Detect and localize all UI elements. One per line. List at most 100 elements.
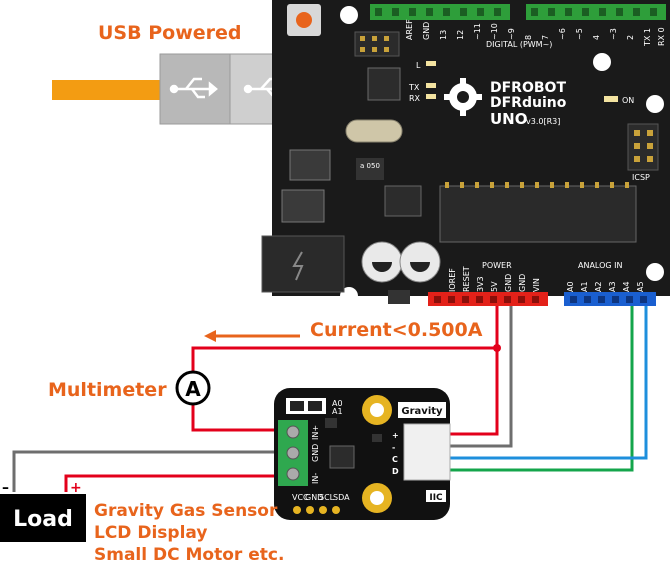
wire-green-sda — [450, 306, 634, 472]
dfrobot-gear-icon — [444, 78, 482, 116]
crystal-marking: a 050 — [360, 162, 380, 170]
usb-icon — [169, 77, 218, 99]
led-tx-label: TX — [408, 83, 420, 92]
pin-label: ~11 — [473, 23, 482, 40]
gnd-label: GND — [311, 444, 320, 462]
load-minus-label: – — [2, 480, 9, 496]
addr-a1-label: A1 — [332, 407, 343, 416]
current-arrow — [204, 330, 300, 342]
board-version: v3.0[R3] — [526, 117, 560, 126]
power-header — [428, 292, 548, 306]
pin-label: A4 — [622, 281, 631, 292]
dc-jack — [261, 235, 345, 293]
bottom-pin-label: SDA — [333, 493, 350, 502]
main-microcontroller — [439, 185, 637, 243]
pin-label: A2 — [594, 281, 603, 292]
digital-header-label: DIGITAL (PWM~) — [486, 40, 552, 49]
in-plus-label: IN+ — [311, 425, 320, 440]
pin-label: VIN — [532, 278, 541, 292]
on-led-label: ON — [622, 96, 634, 105]
mount-hole — [646, 95, 664, 113]
led-rx-label: RX — [409, 94, 421, 103]
in-minus-label: IN- — [311, 473, 320, 484]
pin-label: ~5 — [575, 28, 584, 40]
pin-label: 7 — [541, 35, 550, 40]
load-example: LCD Display — [94, 523, 207, 543]
led-l-label: L — [416, 61, 421, 70]
pin-label: ~6 — [558, 28, 567, 40]
bottom-pin-label: SCL — [319, 493, 335, 502]
wire-red-vcc — [450, 348, 499, 436]
brand-line2: DFRduino — [490, 95, 567, 111]
pin-label: GND — [422, 22, 431, 40]
mount-hole — [340, 6, 358, 24]
analog-header-label: ANALOG IN — [578, 261, 623, 270]
pin-label: A5 — [636, 281, 645, 292]
crystal — [345, 119, 403, 143]
gravity-module: A0 A1 IN+ GND IN- Gravity + - C D IIC VC… — [274, 388, 451, 520]
load-plus-label: + — [70, 480, 82, 496]
wire-red-5v — [191, 306, 499, 372]
pin-label: IOREF — [448, 268, 457, 292]
pin-label: 5V — [490, 281, 499, 292]
pin-label: A0 — [566, 281, 575, 292]
gravity-connector — [403, 423, 451, 481]
brand-line1: DFROBOT — [490, 80, 566, 96]
pin-label: 3V3 — [476, 276, 485, 292]
wires — [12, 306, 648, 492]
pin-label: 13 — [439, 30, 448, 40]
power-header-label: POWER — [482, 261, 512, 270]
pin-label: ~3 — [609, 28, 618, 40]
pin-label: AREF — [405, 19, 414, 40]
junction-dot — [493, 344, 501, 352]
wire-red-load-plus — [64, 474, 290, 492]
wire-blue-scl — [450, 306, 648, 460]
mount-hole — [646, 263, 664, 281]
digital-pin-labels: AREF GND 13 12 ~11 ~10 ~9 8 7 ~6 ~5 4 ~3… — [405, 19, 666, 47]
conn-pin-label: + — [392, 431, 399, 440]
pin-label: GND — [504, 274, 513, 292]
digital-header-left — [370, 4, 510, 20]
power-pin-labels: IOREF RESET 3V3 5V GND GND VIN — [448, 266, 541, 292]
conn-pin-label: D — [392, 467, 399, 476]
addr-a0-label: A0 — [332, 399, 343, 408]
icsp-label: ICSP — [632, 173, 650, 182]
load-label: Load — [13, 507, 73, 532]
load-block: Load — [0, 494, 86, 542]
load-example: Gravity Gas Sensor — [94, 501, 278, 521]
pin-label: 2 — [626, 35, 635, 40]
wire-gray-load-minus — [12, 450, 290, 492]
pin-label: ~9 — [507, 28, 516, 40]
pin-label: RX 0 — [657, 27, 666, 46]
pin-label: A3 — [608, 281, 617, 292]
pin-label: 12 — [456, 30, 465, 40]
ammeter-icon — [175, 370, 211, 406]
bottom-pin-label: VCC — [292, 493, 309, 502]
gravity-label: Gravity — [401, 406, 443, 417]
mount-hole — [593, 53, 611, 71]
pin-label: TX 1 — [643, 28, 652, 47]
led — [426, 94, 436, 99]
arduino-board: a 050 — [261, 0, 670, 306]
current-label: Current<0.500A — [310, 319, 483, 341]
icsp-header — [627, 123, 659, 171]
pin-label: ~10 — [490, 23, 499, 40]
pin-label: 8 — [524, 35, 533, 40]
digital-header-right — [526, 4, 666, 20]
wire-red-in-plus — [191, 404, 290, 432]
pin-label: A1 — [580, 281, 589, 292]
pin-label: GND — [518, 274, 527, 292]
led — [604, 96, 618, 102]
led — [426, 61, 436, 66]
bottom-pin-label: GND — [305, 493, 323, 502]
pin-label: 4 — [592, 35, 601, 40]
conn-pin-label: - — [392, 443, 395, 452]
led — [426, 83, 436, 88]
usb-chip — [367, 67, 401, 101]
board-model: UNO — [490, 110, 528, 128]
multimeter-label: Multimeter — [48, 379, 167, 401]
usb-powered-label: USB Powered — [98, 22, 241, 44]
ammeter-symbol: A — [185, 377, 201, 401]
analog-pin-labels: A0 A1 A2 A3 A4 A5 — [566, 281, 645, 292]
pin-label: RESET — [462, 266, 471, 292]
